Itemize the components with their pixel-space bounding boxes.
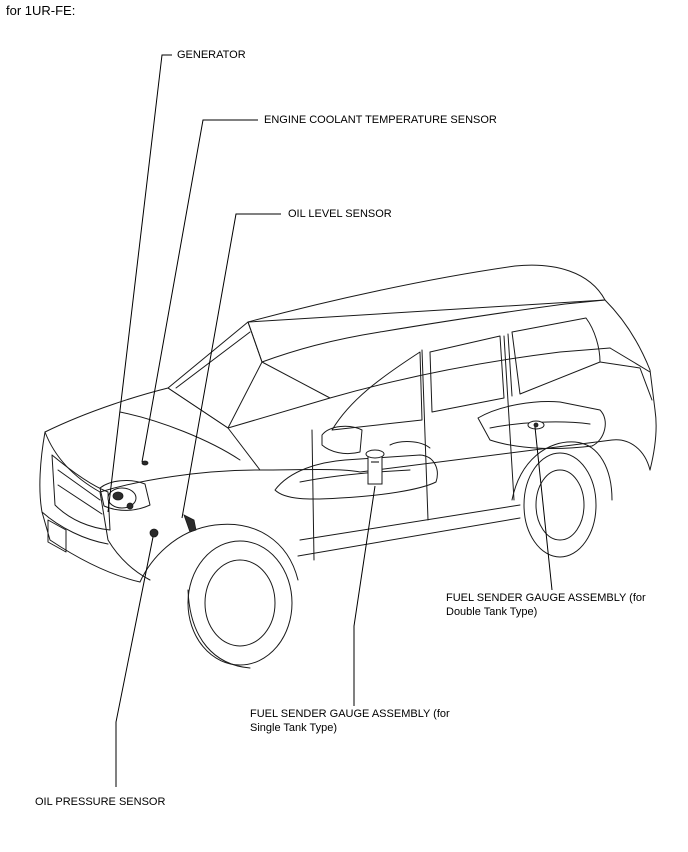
fuel-sender-single-component	[365, 449, 385, 485]
leader-engine-coolant	[141, 119, 258, 463]
oil-level-sensor-component	[183, 514, 197, 533]
leader-oil-pressure	[115, 536, 154, 787]
vehicle-outline-drawing	[39, 264, 657, 669]
leader-fuel-double	[534, 426, 553, 591]
label-fuel-sender-single-line2: Single Tank Type)	[250, 722, 338, 734]
diagram-header: for 1UR-FE:	[6, 3, 76, 18]
label-fuel-sender-double-line1: FUEL SENDER GAUGE ASSEMBLY (for	[446, 592, 646, 604]
label-oil-pressure-sensor: OIL PRESSURE SENSOR	[35, 796, 166, 808]
fuel-sender-double-component	[527, 420, 545, 430]
label-engine-coolant-temperature-sensor: ENGINE COOLANT TEMPERATURE SENSOR	[264, 114, 497, 126]
leader-oil-level	[181, 213, 281, 519]
label-oil-level-sensor: OIL LEVEL SENSOR	[288, 208, 392, 220]
leader-generator	[107, 54, 172, 513]
engine-coolant-temperature-sensor-component	[141, 460, 149, 466]
generator-component	[107, 487, 137, 510]
oil-pressure-sensor-component	[149, 528, 159, 538]
label-generator: GENERATOR	[177, 49, 246, 61]
leader-fuel-single	[353, 485, 376, 706]
label-fuel-sender-single-line1: FUEL SENDER GAUGE ASSEMBLY (for	[250, 708, 450, 720]
label-fuel-sender-double-line2: Double Tank Type)	[446, 606, 538, 618]
